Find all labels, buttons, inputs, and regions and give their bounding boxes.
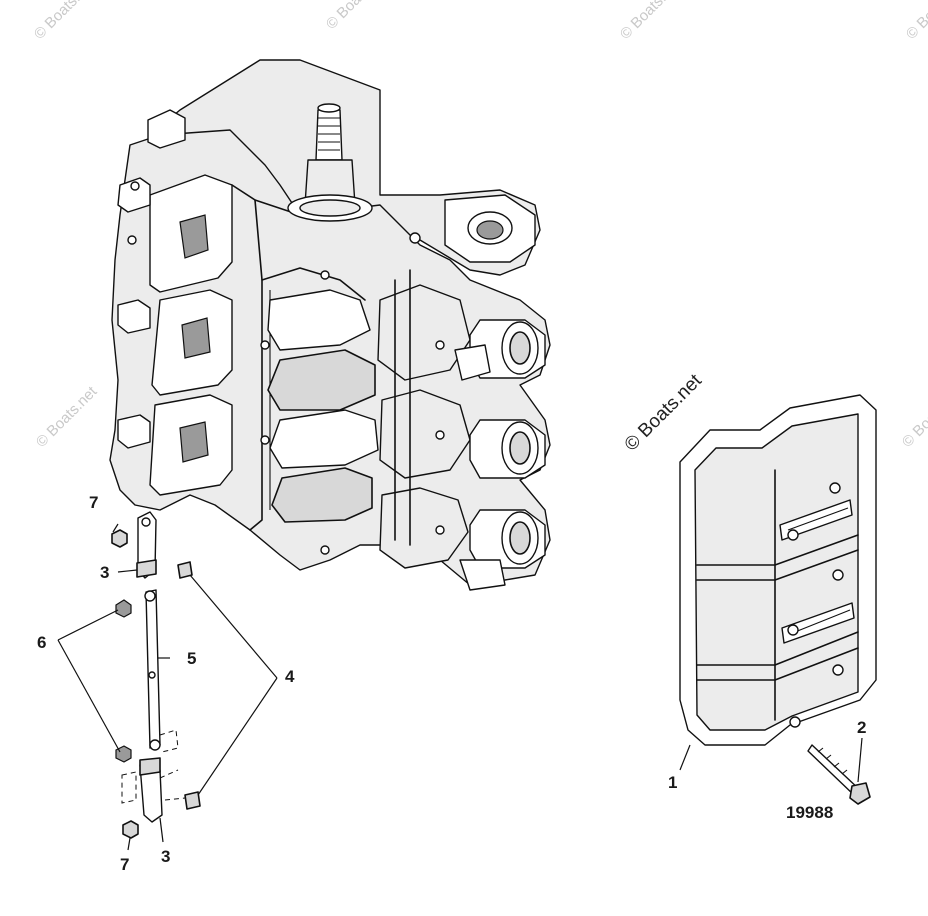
link-rod (145, 589, 161, 749)
nut-6-top (115, 599, 132, 618)
callout-2: 2 (857, 718, 866, 737)
carburetor-bank (377, 284, 546, 591)
watermark-mid-1: © Boats.net (33, 383, 101, 451)
callout-5: 5 (187, 649, 196, 668)
watermark-center: © Boats.net (621, 370, 707, 456)
callouts: 7 3 6 5 4 3 7 1 2 (37, 493, 866, 874)
nut-6-bottom (115, 745, 132, 763)
watermark-top-2: © Boats.net (323, 0, 391, 33)
leader-lines (57, 523, 863, 851)
nut-bottom (122, 820, 139, 839)
callout-7-bottom: 7 (120, 855, 129, 874)
watermark-top-4: © Boats.net (903, 0, 928, 43)
bolt-2 (807, 744, 871, 805)
figure-id: 19988 (786, 803, 833, 822)
watermark-top-3: © Boats.net (617, 0, 685, 43)
cover-plate (679, 394, 877, 746)
callout-1: 1 (668, 773, 677, 792)
nut-top (111, 529, 128, 548)
callout-4: 4 (285, 667, 295, 686)
callout-7-top: 7 (89, 493, 98, 512)
clip-top (177, 561, 193, 579)
linkage-parts (111, 511, 201, 839)
callout-3-bottom: 3 (161, 847, 170, 866)
watermark-mid-2: © Boats.net (899, 383, 928, 451)
watermark-top-1: © Boats.net (31, 0, 99, 43)
clip-bottom (184, 791, 201, 810)
callout-6: 6 (37, 633, 46, 652)
powerhead-illustration (109, 59, 551, 591)
callout-3-top: 3 (100, 563, 109, 582)
